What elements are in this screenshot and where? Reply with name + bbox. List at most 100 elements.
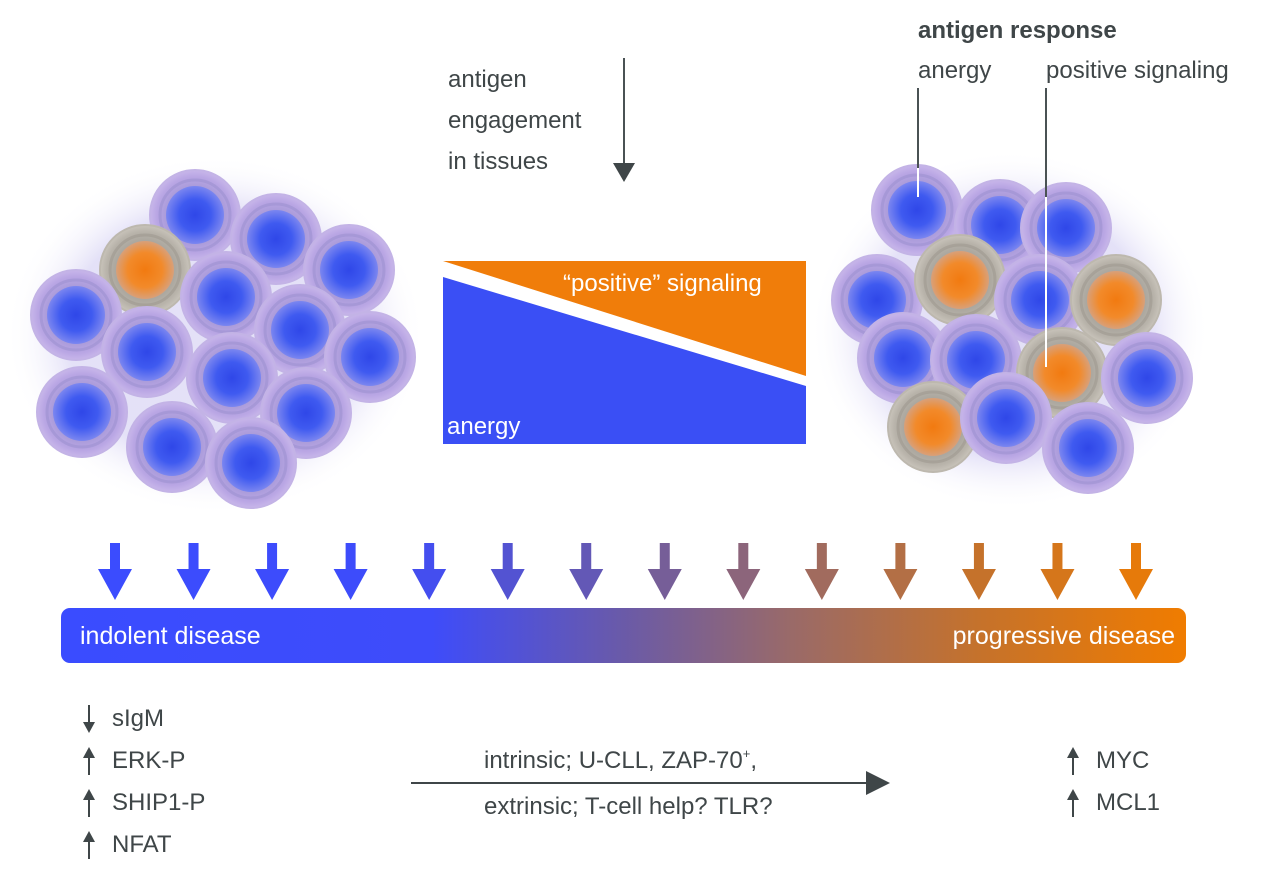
cell-nucleus [931,251,989,309]
up-arrow-icon [83,831,95,859]
cell-nucleus [977,389,1035,447]
positive-signaling-cell [887,381,979,473]
cell-nucleus [1011,271,1069,329]
anergic-cell [126,401,218,493]
anergic-cell [1020,182,1112,274]
antigen-response-title: antigen response [918,17,1117,44]
progressive-marker-row: MYC [1066,743,1149,779]
spectrum-arrow [569,543,604,600]
cell-nucleus [320,241,378,299]
cell-nucleus [888,181,946,239]
anergic-cell [1101,332,1193,424]
antigen-response-positive-label: positive signaling [1046,57,1229,84]
cell-nucleus [166,186,224,244]
cell-ring [269,376,343,450]
engagement-line-2: engagement [448,107,582,134]
cell-ring [333,320,407,394]
up-arrow-icon [83,789,95,817]
antigen-engagement-arrowhead [613,163,635,182]
spectrum-arrow [961,543,996,600]
cell-nucleus [197,268,255,326]
engagement-line-3: in tissues [448,148,549,175]
up-arrow-icon [83,747,95,775]
anergic-cell [960,372,1052,464]
cell-nucleus [143,418,201,476]
cell-ring [1051,411,1125,485]
marker-label: SHIP1-P [112,789,206,816]
factors-line1-tail: , [750,747,758,774]
cell-nucleus [53,383,111,441]
cell-ring [214,426,288,500]
spectrum-arrows [98,543,1153,600]
factors-intrinsic-text: intrinsic; U-CLL, ZAP-70+, [484,747,757,773]
anergic-cell [254,284,346,376]
anergic-cell [186,332,278,424]
cell-nucleus [247,210,305,268]
factors-line1-superscript: + [742,746,751,761]
marker-label: NFAT [112,831,172,858]
up-arrow-icon [1067,747,1079,775]
balance-anergy-label: anergy [447,413,521,440]
cell-ring [1110,341,1184,415]
marker-label: ERK-P [112,747,186,774]
cell-ring [239,202,313,276]
spectrum-arrow [255,543,290,600]
cell-ring [110,315,184,389]
spectrum-arrow [726,543,761,600]
cell-ring [135,410,209,484]
cell-ring [45,375,119,449]
indolent-marker-row: sIgM [82,701,164,737]
cell-nucleus [947,331,1005,389]
cell-ring [189,260,263,334]
spectrum-arrow [490,543,525,600]
cell-ring [923,243,997,317]
cell-ring [108,233,182,307]
anergic-cell [230,193,322,285]
anergic-cell [180,251,272,343]
positive-signaling-cell [914,234,1006,326]
cell-ring [1025,336,1099,410]
indolent-disease-label: indolent disease [80,622,261,650]
indolent-marker-row: NFAT [82,827,172,863]
indolent-marker-row: SHIP1-P [82,785,205,821]
cell-nucleus [203,349,261,407]
anergic-cell [1042,402,1134,494]
antigen-response-anergy-label: anergy [918,57,992,84]
anergic-cell [36,366,128,458]
cell-nucleus [1033,344,1091,402]
cell-nucleus [1087,271,1145,329]
cell-nucleus [1059,419,1117,477]
cell-ring [158,178,232,252]
balance-positive-label: “positive” signaling [563,270,762,297]
cell-nucleus [47,286,105,344]
anergic-cell [324,311,416,403]
cell-nucleus [971,196,1029,254]
marker-label: MYC [1096,747,1150,774]
indolent-marker-row: ERK-P [82,743,185,779]
marker-label: sIgM [112,705,165,732]
spectrum-arrow [1119,543,1153,600]
spectrum-arrow [1040,543,1075,600]
spectrum-arrow [804,543,839,600]
progressive-marker-row: MCL1 [1066,785,1160,821]
spectrum-arrow [883,543,918,600]
balance-anergy-region [443,277,806,444]
cell-ring [969,381,1043,455]
cell-nucleus [1037,199,1095,257]
spectrum-arrow [647,543,682,600]
spectrum-arrow [412,543,447,600]
left-cell-cluster [30,169,416,509]
anergic-cell [871,164,963,256]
balance-positive-region [443,261,806,376]
cell-nucleus [874,329,932,387]
down-arrow-icon [83,705,95,733]
cell-nucleus [118,323,176,381]
cell-nucleus [904,398,962,456]
progressive-disease-label: progressive disease [952,622,1175,650]
cell-ring [312,233,386,307]
cell-nucleus [222,434,280,492]
engagement-line-1: antigen [448,66,527,93]
up-arrow-icon [1067,789,1079,817]
factors-arrowhead [866,771,890,795]
